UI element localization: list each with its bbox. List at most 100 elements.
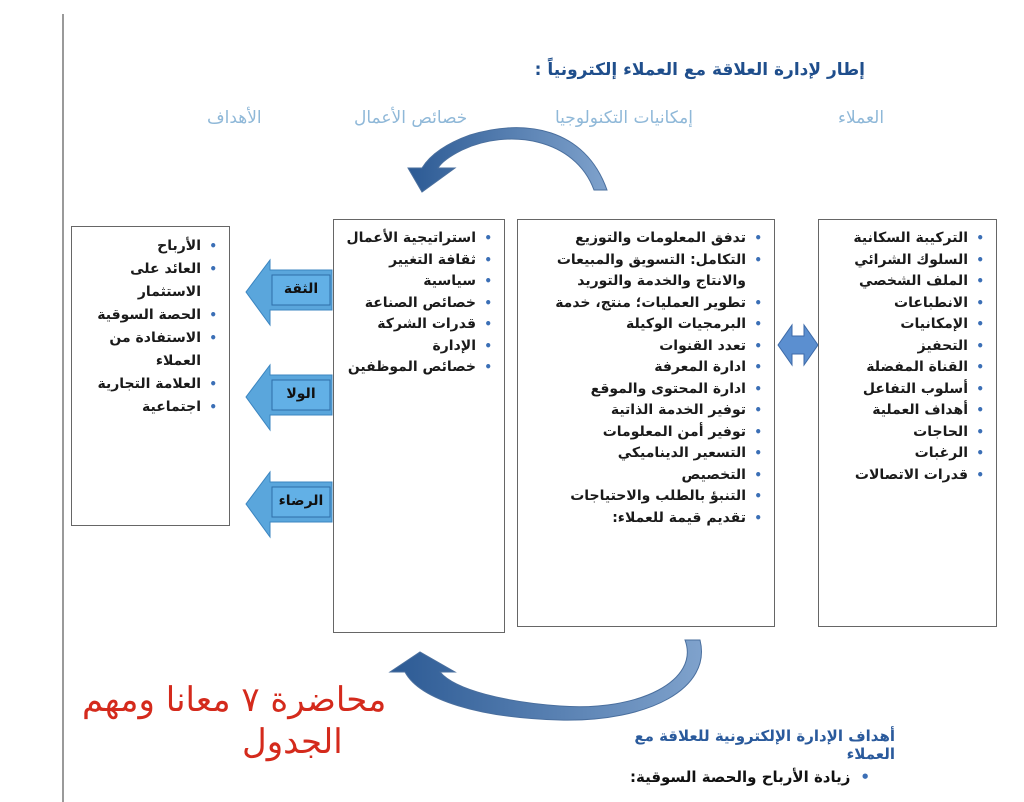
tech-list: • تدفق المعلومات والتوزيع • التكامل: التسوي… xyxy=(518,220,774,529)
bullet-icon: • xyxy=(754,403,762,417)
customers-item: •الحاجات xyxy=(823,422,986,444)
business-item-text: ثقافة التغيير xyxy=(389,251,476,268)
goal-arrows xyxy=(245,258,333,539)
tech-item-text: تدفق المعلومات والتوزيع xyxy=(575,230,746,246)
tech-item: • تدفق المعلومات والتوزيع xyxy=(522,228,764,250)
bullet-icon: • xyxy=(976,231,984,245)
tech-item: •التخصيص xyxy=(522,465,764,487)
goals-list: • الأرباح • العائد على الاستثمار • الحصة السو… xyxy=(72,227,229,419)
business-item-text: الإدارة xyxy=(432,337,476,354)
header-customers: العملاء xyxy=(838,108,885,128)
bullet-icon: • xyxy=(484,252,492,267)
bullet-icon: • xyxy=(754,381,762,396)
customers-item: •الإمكانيات xyxy=(823,314,986,336)
bullet-icon: • xyxy=(209,400,217,414)
bullet-icon: • xyxy=(976,295,984,310)
customers-item-text: القناة المفضلة xyxy=(866,359,968,375)
business-list: •استراتيجية الأعمال • ثقافة التغيير • سياسية… xyxy=(334,220,504,379)
goals-item-text: الحصة السوقية xyxy=(97,307,201,323)
bullet-icon: • xyxy=(484,317,492,331)
goals-item-text: اجتماعية xyxy=(141,399,201,415)
tech-item: •تعدد القنوات xyxy=(522,336,764,358)
customers-item-text: الحاجات xyxy=(913,423,968,440)
bullet-icon: • xyxy=(976,381,984,396)
customers-item: • الملف الشخصي xyxy=(823,271,986,293)
customers-item: • التركيبة السكانية xyxy=(823,228,986,250)
arrow-label-loyalty: الولا xyxy=(286,386,316,402)
bottom-curved-arrow xyxy=(388,639,702,721)
subitem-text: زيادة الأرباح والحصة السوقية: xyxy=(629,768,851,786)
diagram-title: إطار لإدارة العلاقة مع العملاء إلكترونيا… xyxy=(534,60,865,80)
business-item: • خصائص الصناعة xyxy=(338,293,494,315)
arrow-label-trust: الثقة xyxy=(283,281,319,297)
bullet-icon: • xyxy=(976,317,984,331)
bullet-icon: • xyxy=(754,424,762,439)
business-item-text: سياسية xyxy=(423,273,476,289)
customers-item: • قدرات الاتصالات xyxy=(823,465,986,487)
bullet-icon: • xyxy=(976,467,984,482)
box-goals: • الأرباح • العائد على الاستثمار • الحصة السو… xyxy=(71,226,230,526)
bullet-icon: • xyxy=(209,308,217,322)
bullet-icon: • xyxy=(209,377,217,391)
tech-item-text: التكامل: التسويق والمبيعات والانتاج والخ… xyxy=(556,251,746,290)
bullet-icon: • xyxy=(754,338,762,353)
bullet-icon: • xyxy=(860,768,870,786)
bullet-icon: • xyxy=(754,317,762,331)
tech-item-text: ادارة المعرفة xyxy=(654,359,746,375)
customers-item: • الانطباعات xyxy=(823,293,986,315)
customers-item: •الرغبات xyxy=(823,443,986,465)
tech-item: •التنبؤ بالطلب والاحتياجات xyxy=(522,486,764,508)
tech-item: • توفير أمن المعلومات xyxy=(522,422,764,444)
bullet-icon: • xyxy=(484,274,492,288)
customers-item-text: أهداف العملية xyxy=(872,402,968,418)
box-customers: •التركيبة السكانية•السلوك الشرائي•الملف … xyxy=(818,219,997,627)
bullet-icon: • xyxy=(754,467,762,482)
tech-item-text: توفير الخدمة الذاتية xyxy=(610,402,746,418)
bullet-icon: • xyxy=(484,360,492,374)
goals-item-text: الأرباح xyxy=(157,238,201,254)
customers-item: •أسلوب التفاعل xyxy=(823,379,986,401)
bullet-icon: • xyxy=(754,360,762,374)
business-item: •الإدارة xyxy=(338,336,494,358)
bullet-icon: • xyxy=(209,262,217,276)
watermark-line2: الجدول xyxy=(242,722,343,762)
tech-item: • التكامل: التسويق والمبيعات والانتاج وال… xyxy=(522,250,764,293)
customers-item-text: الرغبات xyxy=(914,445,968,461)
customers-item: • التحفيز xyxy=(823,336,986,358)
bullet-icon: • xyxy=(754,489,762,503)
goals-item-text: العلامة التجارية xyxy=(97,376,201,392)
customers-item-text: الانطباعات xyxy=(894,294,968,311)
box-tech: • تدفق المعلومات والتوزيع • التكامل: التسوي… xyxy=(517,219,775,627)
business-item: •استراتيجية الأعمال xyxy=(338,228,494,250)
arrow-label-satisfaction: الرضاء xyxy=(278,493,324,509)
bullet-icon: • xyxy=(754,231,762,245)
tech-item-text: تطوير العمليات؛ منتج، خدمة xyxy=(555,294,746,311)
bullet-icon: • xyxy=(976,338,984,353)
bullet-icon: • xyxy=(754,252,762,267)
goals-item-text: العائد على الاستثمار xyxy=(130,261,201,300)
customers-item-text: التركيبة السكانية xyxy=(853,230,968,246)
bullet-icon: • xyxy=(209,331,217,345)
business-item: • ثقافة التغيير xyxy=(338,250,494,272)
bullet-icon: • xyxy=(976,403,984,417)
box-business: •استراتيجية الأعمال • ثقافة التغيير • سياسية… xyxy=(333,219,505,633)
header-business: خصائص الأعمال xyxy=(354,108,468,128)
customers-item-text: قدرات الاتصالات xyxy=(854,466,968,483)
customers-item-text: الملف الشخصي xyxy=(858,273,968,289)
tech-item-text: ادارة المحتوى والموقع xyxy=(590,380,746,397)
bullet-icon: • xyxy=(754,510,762,525)
business-item-text: خصائص الصناعة xyxy=(364,294,476,311)
goals-item-text: الاستفادة من العملاء xyxy=(109,330,201,369)
section-subtitle: أهداف الإدارة الإلكترونية للعلاقة مع الع… xyxy=(634,727,895,763)
bullet-icon: • xyxy=(976,274,984,288)
tech-item: • ادارة المعرفة xyxy=(522,357,764,379)
customers-item-text: التحفيز xyxy=(917,337,968,354)
bullet-icon: • xyxy=(484,295,492,310)
goals-item: • اجتماعية xyxy=(76,396,219,419)
header-tech: إمكانيات التكنولوجيا xyxy=(555,108,693,128)
goals-item: • العلامة التجارية xyxy=(76,373,219,396)
customers-item: •القناة المفضلة xyxy=(823,357,986,379)
goals-item: • الاستفادة من العملاء xyxy=(76,327,219,373)
tech-item-text: توفير أمن المعلومات xyxy=(602,423,746,440)
